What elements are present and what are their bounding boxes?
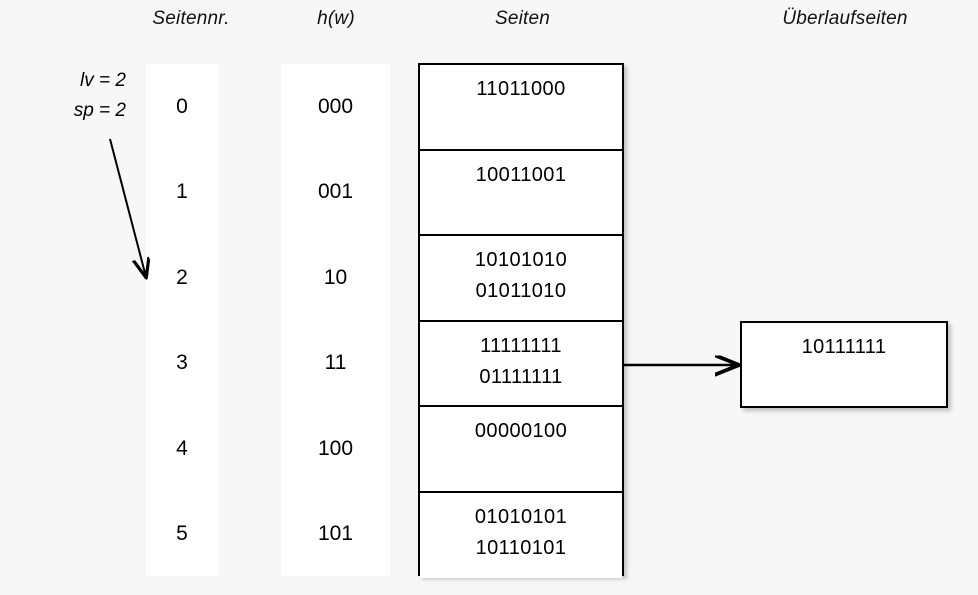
overflow-record: 10111111	[801, 336, 887, 358]
hw-cell: 11	[324, 351, 347, 375]
overflow-page-box: 10111111	[740, 321, 948, 408]
seitennr-cell: 1	[176, 180, 188, 204]
hw-cell: 001	[317, 180, 354, 204]
seitennr-cell: 5	[176, 522, 188, 546]
sp-pointer-arrow	[109, 138, 146, 277]
page-record: 01011010	[475, 280, 567, 302]
column-header-hw: h(w)	[317, 8, 355, 29]
seitennr-column: 0 1 2 3 4 5	[146, 64, 218, 576]
page-box: 10101010 01011010	[420, 236, 622, 322]
page-record: 00000100	[474, 420, 568, 442]
column-header-seiten: Seiten	[494, 8, 551, 29]
hw-cell: 10	[323, 265, 348, 289]
seiten-column: 11011000 10011001 10101010 01011010 11111111…	[418, 63, 624, 578]
param-lv: lv = 2	[80, 70, 126, 91]
page-box: 00000100	[420, 407, 622, 493]
page-box: 11011000	[420, 65, 622, 151]
page-record: 10110101	[475, 536, 567, 559]
column-header-ueberlaufseiten: Überlaufseiten	[782, 8, 908, 29]
page-record: 10101010	[474, 249, 568, 271]
seitennr-cell: 3	[176, 351, 188, 375]
page-record: 11111111	[480, 334, 562, 357]
page-record: 11011000	[476, 78, 566, 100]
seitennr-cell: 4	[176, 436, 188, 460]
page-box: 01010101 10110101	[420, 492, 622, 578]
page-box: 11111111 01111111	[420, 321, 622, 407]
hw-cell: 100	[317, 436, 354, 460]
param-sp: sp = 2	[73, 100, 126, 121]
page-record: 01010101	[474, 505, 568, 528]
page-box: 10011001	[420, 150, 622, 236]
hw-column: 000 001 10 11 100 101	[281, 64, 390, 576]
hw-cell: 101	[317, 522, 354, 546]
column-header-seitennr: Seitennr.	[152, 8, 230, 29]
seitennr-cell: 2	[176, 265, 188, 289]
hw-cell: 000	[317, 94, 354, 118]
seitennr-cell: 0	[176, 94, 188, 118]
page-record: 01111111	[479, 365, 563, 388]
page-record: 10011001	[475, 163, 567, 186]
parameter-annotations: lv = 2 sp = 2	[14, 66, 126, 126]
